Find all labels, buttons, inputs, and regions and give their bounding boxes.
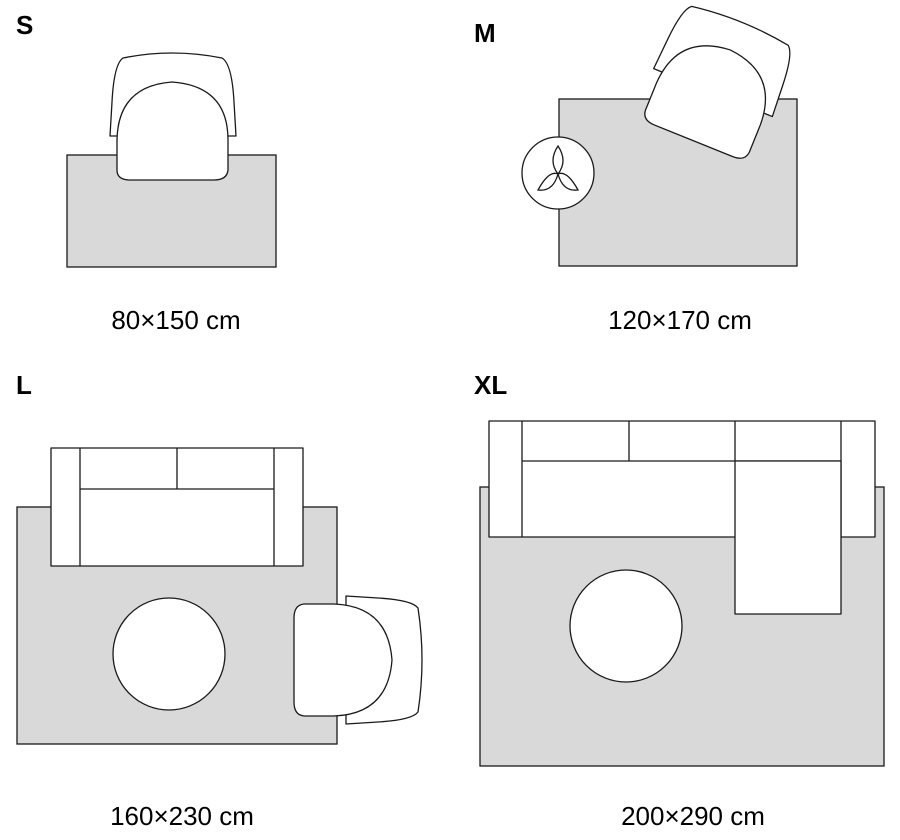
dimension-label-xl: 200×290 cm	[621, 801, 765, 831]
armchair-m	[644, 5, 791, 159]
armchair-s	[109, 52, 237, 181]
size-label-xl: XL	[474, 370, 507, 400]
round-table-l	[112, 597, 226, 711]
plant-leaf-icon	[552, 144, 564, 176]
panel-m: M 120×170 cm	[474, 5, 798, 335]
armchair-seat	[644, 45, 767, 159]
plant-leaf-icon	[536, 172, 559, 191]
plant-pot-m	[521, 136, 595, 210]
dimension-label-l: 160×230 cm	[110, 801, 254, 831]
sofa-l	[50, 447, 304, 567]
armchair-seat	[293, 603, 393, 717]
panel-xl: XL 200×290 cm	[474, 370, 885, 831]
round-table-xl	[569, 569, 683, 683]
armchair-seat	[116, 81, 229, 181]
corner-sofa-xl	[488, 420, 876, 615]
dimension-label-s: 80×150 cm	[111, 305, 240, 335]
sofa-chaise	[734, 460, 842, 615]
size-label-m: M	[474, 18, 496, 48]
size-label-s: S	[16, 10, 33, 40]
dimension-label-m: 120×170 cm	[608, 305, 752, 335]
armchair-l	[293, 595, 423, 725]
panel-s: S 80×150 cm	[16, 10, 277, 335]
panel-l: L 160×230 cm	[16, 370, 423, 831]
plant-leaf-icon	[557, 172, 580, 191]
size-label-l: L	[16, 370, 32, 400]
